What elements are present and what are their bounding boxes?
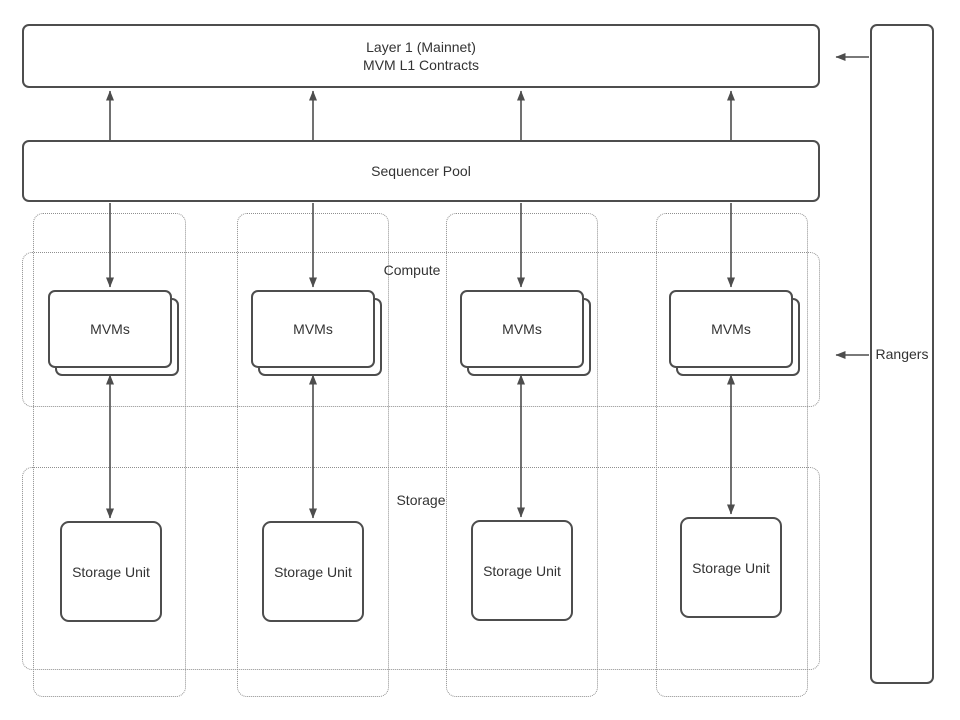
mvm-node-2: MVMs: [251, 290, 384, 378]
storage-unit-3-label: Storage Unit: [483, 562, 561, 579]
mvm-node-4-label: MVMs: [711, 321, 751, 337]
mvm-node-3-front: MVMs: [460, 290, 584, 368]
compute-region-label: Compute: [383, 262, 441, 278]
storage-unit-3: Storage Unit: [471, 520, 573, 621]
storage-unit-1-label: Storage Unit: [72, 563, 150, 580]
mvm-node-2-front: MVMs: [251, 290, 375, 368]
layer1-title-line1: Layer 1 (Mainnet): [366, 39, 476, 55]
storage-unit-4-label: Storage Unit: [692, 559, 770, 576]
mvm-node-3-label: MVMs: [502, 321, 542, 337]
storage-unit-2: Storage Unit: [262, 521, 364, 622]
storage-unit-1: Storage Unit: [60, 521, 162, 622]
storage-unit-2-label: Storage Unit: [274, 563, 352, 580]
layer1-title-line2: MVM L1 Contracts: [363, 57, 479, 73]
mvm-node-4: MVMs: [669, 290, 802, 378]
storage-region: Storage: [22, 467, 820, 670]
mvm-node-2-label: MVMs: [293, 321, 333, 337]
node-column-4: [656, 213, 808, 697]
mvm-node-3: MVMs: [460, 290, 593, 378]
rangers-box: Rangers: [870, 24, 934, 684]
storage-region-label: Storage: [396, 492, 446, 508]
mvm-node-1-label: MVMs: [90, 321, 130, 337]
rangers-label: Rangers: [875, 346, 929, 362]
node-column-3: [446, 213, 598, 697]
sequencer-pool-label: Sequencer Pool: [371, 163, 471, 179]
mvm-node-1: MVMs: [48, 290, 181, 378]
compute-region: Compute: [22, 252, 820, 407]
mvm-node-1-front: MVMs: [48, 290, 172, 368]
sequencer-pool-box: Sequencer Pool: [22, 140, 820, 202]
storage-unit-4: Storage Unit: [680, 517, 782, 618]
mvm-node-4-front: MVMs: [669, 290, 793, 368]
layer1-box: Layer 1 (Mainnet) MVM L1 Contracts: [22, 24, 820, 88]
